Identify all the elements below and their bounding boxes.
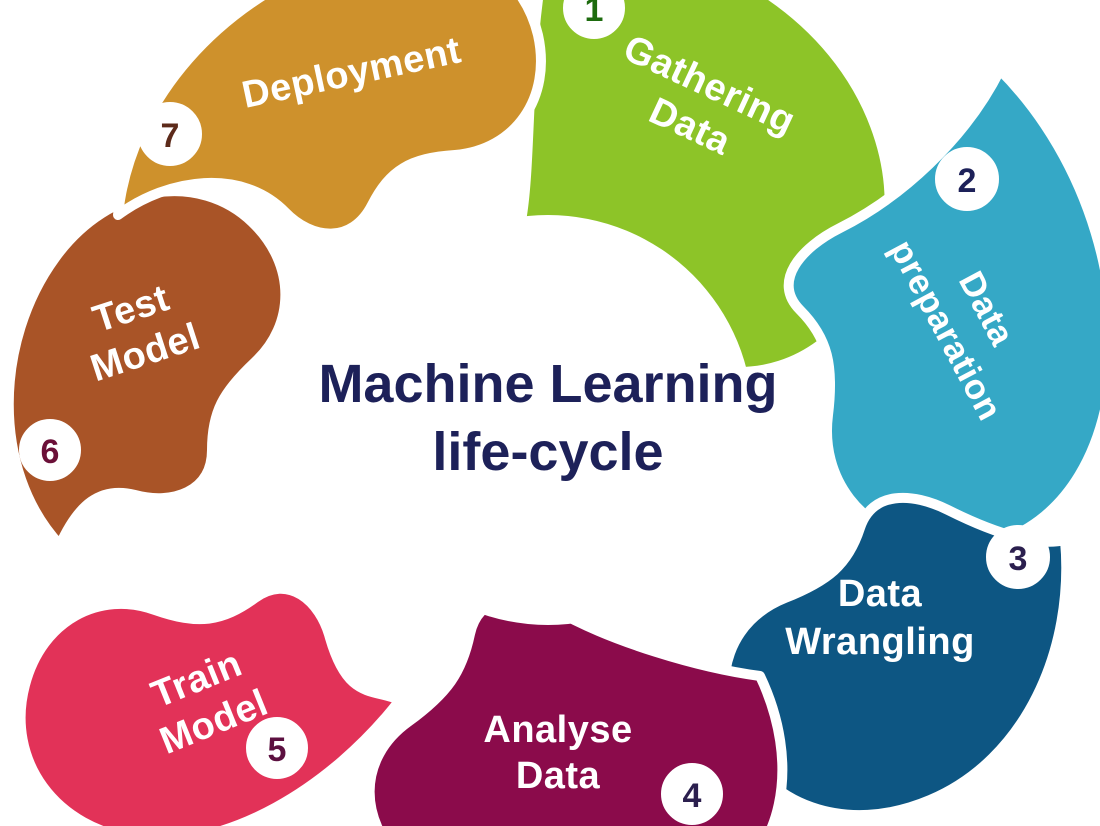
center-title-line-1: Machine Learning xyxy=(318,354,777,414)
segment-3-badge-number: 3 xyxy=(1009,540,1028,578)
segment-5-badge-number: 5 xyxy=(268,731,287,769)
segment-1-badge-number: 1 xyxy=(585,0,604,29)
segment-2-badge-circle xyxy=(935,147,999,211)
segment-7-badge-number: 7 xyxy=(161,117,180,155)
segment-4-badge-circle xyxy=(661,763,723,825)
segment-2-shape[interactable] xyxy=(783,65,1100,553)
segment-3-label-line2: Wrangling xyxy=(785,621,975,663)
segment-test-model[interactable]: Test Model 6 xyxy=(3,186,291,550)
segment-4-label-line1: Analyse xyxy=(483,709,632,751)
segment-7-shape[interactable] xyxy=(113,0,546,239)
segment-4-label-line2: Data xyxy=(516,755,601,797)
segment-2-badge-number: 2 xyxy=(958,162,977,200)
segment-5-shape[interactable] xyxy=(15,583,405,826)
center-hub xyxy=(343,215,753,625)
segment-3-label-group: Data Wrangling xyxy=(785,573,975,663)
center-title-line-2: life-cycle xyxy=(432,422,663,482)
segment-3-badge-circle xyxy=(986,525,1050,589)
segment-6-badge-circle xyxy=(19,419,81,481)
segment-data-wrangling[interactable]: Data Wrangling 3 xyxy=(719,492,1072,820)
segment-7-badge-circle xyxy=(138,102,202,166)
segment-4-label-group: Analyse Data xyxy=(483,709,632,797)
segment-6-badge-number: 6 xyxy=(41,433,60,471)
segment-1-badge-circle xyxy=(563,0,625,39)
segment-3-label-line1: Data xyxy=(838,573,923,615)
segment-train-model[interactable]: Train Model 5 xyxy=(15,583,405,826)
segment-deployment[interactable]: Deployment 7 xyxy=(113,0,546,239)
segment-4-badge-number: 4 xyxy=(683,777,702,815)
segment-analyse-data[interactable]: Analyse Data 4 xyxy=(364,592,788,826)
segment-data-preparation[interactable]: Data preparation 2 xyxy=(783,65,1100,553)
segment-3-shape[interactable] xyxy=(719,492,1072,820)
segment-5-badge-circle xyxy=(246,717,308,779)
